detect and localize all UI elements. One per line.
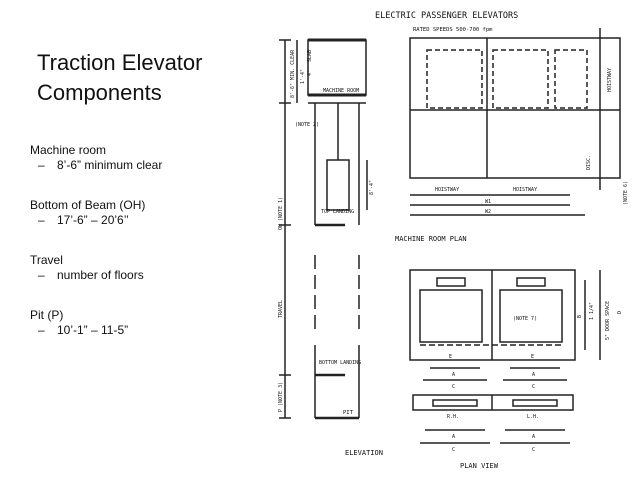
slide-title: Traction Elevator Components	[37, 48, 202, 108]
dim-1-4-label: 1'-4"	[300, 69, 306, 84]
bullet-detail-text: 8’-6” minimum clear	[57, 158, 163, 172]
dim-a-door-left: A	[452, 434, 455, 440]
machine-room-plan-outline	[409, 37, 621, 179]
note6-label: (NOTE 6)	[623, 181, 629, 205]
slab-label: SLAB	[307, 50, 313, 62]
door-space-label: 5" DOOR SPACE	[605, 301, 611, 340]
dash-marker: –	[38, 323, 45, 337]
drawing-subtitle: RATED SPEEDS 500-700 fpm	[413, 27, 493, 33]
dim-c-door-right: C	[532, 447, 535, 453]
lh-label: L.H.	[527, 414, 539, 420]
dash-marker: –	[38, 213, 45, 227]
machine-room-box	[307, 39, 367, 96]
bullet-heading: Machine room	[30, 143, 107, 157]
p-note3-label: P (NOTE 3)	[278, 382, 284, 412]
machine-room-plan-title: MACHINE ROOM PLAN	[395, 235, 467, 243]
dim-c-right: C	[532, 384, 535, 390]
slide-title-line-1: Traction Elevator	[37, 50, 203, 75]
bullet-detail: –10’-1” – 11-5”	[30, 323, 270, 338]
dim-a-door-right: A	[532, 434, 535, 440]
bottom-landing-label: BOTTOM LANDING	[319, 360, 361, 366]
dim-a-right: A	[532, 372, 535, 378]
disc-label: DISC.	[586, 155, 592, 170]
bullet-detail: –number of floors	[30, 268, 270, 283]
top-landing-label: TOP LANDING	[321, 209, 354, 215]
hoistway-label-left: HOISTWAY	[435, 187, 459, 193]
rh-label: R.H.	[447, 414, 459, 420]
bullet-detail-text: 17’-6” – 20’6’’	[57, 213, 129, 227]
note7-label: (NOTE 7)	[513, 316, 537, 322]
w1-label: W1	[485, 199, 491, 205]
oh-note1-label: OH (NOTE 1)	[278, 197, 284, 230]
elevator-car	[326, 159, 350, 211]
elevation-title: ELEVATION	[345, 449, 383, 457]
bullet-detail: –17’-6” – 20’6’’	[30, 213, 270, 228]
dim-d-label: D	[617, 311, 623, 314]
bullet-heading: Travel	[30, 253, 63, 267]
hoistway-vertical-label: HOISTWAY	[607, 68, 613, 92]
bullet-heading: Pit (P)	[30, 308, 64, 322]
dim-a-left: A	[452, 372, 455, 378]
dim-c-left: C	[452, 384, 455, 390]
hoistway-label-right: HOISTWAY	[513, 187, 537, 193]
min-clear-label: 8'-6" MIN. CLEAR	[290, 49, 296, 98]
bullet-detail-text: number of floors	[57, 268, 144, 282]
dim-b-label: B	[577, 315, 583, 318]
plan-view-title: PLAN VIEW	[460, 462, 499, 470]
dim-e-right: E	[531, 354, 534, 360]
pit-label: PIT	[343, 410, 354, 416]
dash-marker: –	[38, 268, 45, 282]
plan-car-left	[419, 289, 483, 343]
elevator-drawing: ELECTRIC PASSENGER ELEVATORS RATED SPEED…	[278, 11, 629, 470]
slide-title-line-2: Components	[37, 80, 162, 105]
dim-e-left: E	[449, 354, 452, 360]
bullet-list: Machine room –8’-6” minimum clear Bottom…	[30, 143, 270, 338]
machine-room-label: MACHINE ROOM	[323, 88, 359, 94]
w2-label: W2	[485, 209, 491, 215]
travel-label: TRAVEL	[278, 300, 284, 318]
dim-1-1-4-label: 1 1/4"	[589, 302, 595, 320]
bullet-detail: –8’-6” minimum clear	[30, 158, 270, 173]
bullet-detail-text: 10’-1” – 11-5”	[57, 323, 129, 337]
dim-4-label: 4"	[307, 70, 313, 76]
dash-marker: –	[38, 158, 45, 172]
dim-8-4-label: 8'-4"	[369, 180, 375, 195]
plan-car-right	[499, 289, 563, 343]
drawing-title: ELECTRIC PASSENGER ELEVATORS	[375, 11, 518, 21]
dim-c-door-left: C	[452, 447, 455, 453]
bullet-heading: Bottom of Beam (OH)	[30, 198, 146, 212]
note2-label: (NOTE 2)	[295, 122, 319, 128]
